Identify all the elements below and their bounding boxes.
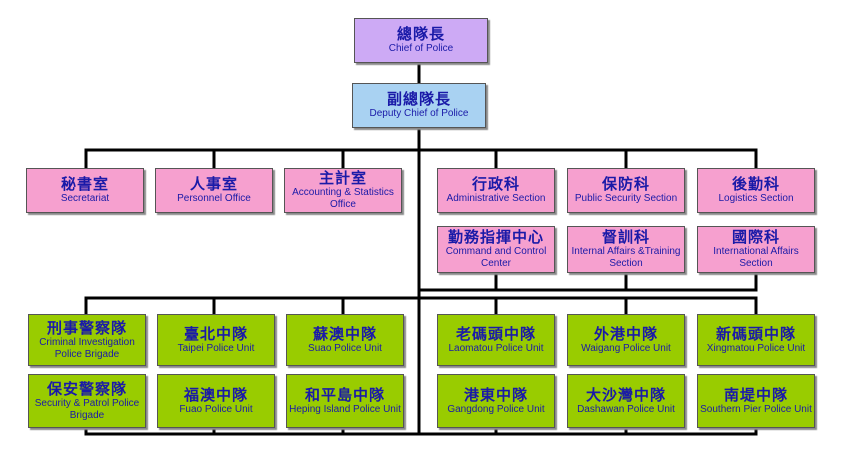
unit-box-laomatou: 老碼頭中隊 Laomatou Police Unit — [437, 314, 555, 366]
box-title-en: Personnel Office — [177, 193, 251, 204]
box-title-zh: 保安警察隊 — [46, 379, 127, 398]
section-box-administrative: 行政科 Administrative Section — [437, 168, 555, 213]
unit-box-taipei: 臺北中隊 Taipei Police Unit — [157, 314, 275, 366]
box-title-en: Gangdong Police Unit — [447, 403, 545, 415]
box-title-zh: 和平島中隊 — [304, 385, 385, 404]
box-title-zh: 臺北中隊 — [183, 324, 248, 343]
box-title-zh: 福澳中隊 — [183, 385, 248, 404]
box-title-zh: 港東中隊 — [463, 385, 528, 404]
box-title-zh: 保防科 — [601, 175, 650, 193]
unit-box-fuao: 福澳中隊 Fuao Police Unit — [157, 374, 275, 428]
section-box-public-security: 保防科 Public Security Section — [567, 168, 685, 213]
box-title-en: Chief of Police — [388, 43, 454, 54]
section-box-command-control: 勤務指揮中心 Command and Control Center — [437, 226, 555, 273]
box-title-zh: 刑事警察隊 — [46, 318, 127, 337]
box-title-en: International Affairs Section — [713, 246, 799, 269]
unit-box-xingmatou: 新碼頭中隊 Xingmatou Police Unit — [697, 314, 815, 366]
box-title-zh: 新碼頭中隊 — [715, 324, 796, 343]
unit-box-waigang: 外港中隊 Waigang Police Unit — [567, 314, 685, 366]
box-title-en: Command and Control Center — [445, 246, 547, 269]
office-box-accounting: 主計室 Accounting & Statistics Office — [284, 168, 402, 213]
unit-box-criminal-investigation: 刑事警察隊 Criminal Investigation Police Brig… — [28, 314, 146, 366]
box-title-en: Logistics Section — [718, 193, 794, 204]
box-title-en: Fuao Police Unit — [179, 403, 253, 415]
box-title-zh: 蘇澳中隊 — [312, 324, 377, 343]
box-title-en: Dashawan Police Unit — [577, 403, 675, 415]
box-title-zh: 行政科 — [471, 175, 520, 193]
unit-box-heping-island: 和平島中隊 Heping Island Police Unit — [286, 374, 404, 428]
section-box-international: 國際科 International Affairs Section — [697, 226, 815, 273]
box-title-en: Accounting & Statistics Office — [292, 187, 394, 210]
unit-box-suao: 蘇澳中隊 Suao Police Unit — [286, 314, 404, 366]
box-title-zh: 勤務指揮中心 — [447, 228, 544, 246]
box-title-zh: 主計室 — [318, 169, 367, 187]
box-title-zh: 南堤中隊 — [723, 385, 788, 404]
box-title-en: Administrative Section — [446, 193, 546, 204]
unit-box-gangdong: 港東中隊 Gangdong Police Unit — [437, 374, 555, 428]
box-title-en: Suao Police Unit — [308, 342, 382, 354]
box-title-zh: 督訓科 — [601, 228, 650, 246]
box-title-zh: 副總隊長 — [386, 90, 451, 108]
box-title-en: Heping Island Police Unit — [289, 403, 401, 415]
box-title-zh: 後勤科 — [731, 175, 780, 193]
box-title-zh: 大沙灣中隊 — [585, 385, 666, 404]
box-title-en: Xingmatou Police Unit — [706, 342, 806, 354]
box-title-zh: 總隊長 — [396, 25, 445, 43]
box-title-zh: 外港中隊 — [593, 324, 658, 343]
unit-box-dashawan: 大沙灣中隊 Dashawan Police Unit — [567, 374, 685, 428]
box-title-en: Laomatou Police Unit — [448, 342, 544, 354]
box-title-en: Southern Pier Police Unit — [700, 403, 812, 415]
box-title-en: Taipei Police Unit — [177, 342, 255, 354]
unit-box-southern-pier: 南堤中隊 Southern Pier Police Unit — [697, 374, 815, 428]
box-title-zh: 秘書室 — [60, 175, 109, 193]
section-box-logistics: 後勤科 Logistics Section — [697, 168, 815, 213]
box-title-zh: 國際科 — [731, 228, 780, 246]
deputy-chief-box: 副總隊長 Deputy Chief of Police — [352, 83, 486, 128]
section-box-internal-affairs: 督訓科 Internal Affairs &Training Section — [567, 226, 685, 273]
box-title-zh: 人事室 — [189, 175, 238, 193]
office-box-secretariat: 秘書室 Secretariat — [26, 168, 144, 213]
box-title-en: Internal Affairs &Training Section — [571, 246, 681, 269]
box-title-en: Secretariat — [60, 193, 110, 204]
box-title-en: Public Security Section — [574, 193, 678, 204]
box-title-en: Deputy Chief of Police — [369, 108, 469, 119]
box-title-en: Waigang Police Unit — [581, 342, 671, 354]
box-title-zh: 老碼頭中隊 — [455, 324, 536, 343]
box-title-en: Security & Patrol Police Brigade — [34, 397, 140, 421]
box-title-en: Criminal Investigation Police Brigade — [39, 336, 135, 360]
chief-of-police-box: 總隊長 Chief of Police — [354, 18, 488, 63]
unit-box-security-patrol: 保安警察隊 Security & Patrol Police Brigade — [28, 374, 146, 428]
office-box-personnel: 人事室 Personnel Office — [155, 168, 273, 213]
